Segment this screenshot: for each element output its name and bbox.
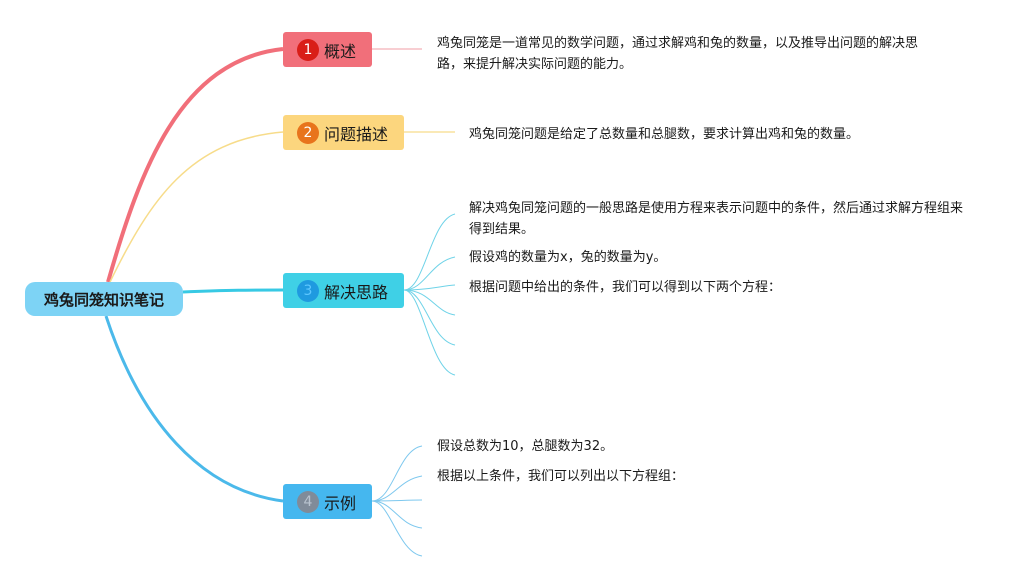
topic-solution-approach[interactable]: 3 解决思路 <box>283 273 404 308</box>
root-node[interactable]: 鸡兔同笼知识笔记 <box>25 282 183 316</box>
root-label: 鸡兔同笼知识笔记 <box>43 290 164 309</box>
topic-label: 问题描述 <box>324 124 389 144</box>
link-root-topic-3 <box>182 288 284 294</box>
note-solution-approach-2[interactable]: 假设鸡的数量为x，兔的数量为y。 <box>469 250 667 265</box>
link-root-topic-4 <box>104 315 284 503</box>
topic-example[interactable]: 4 示例 <box>283 484 372 519</box>
topic-label: 示例 <box>324 493 357 513</box>
topic-label: 概述 <box>324 41 357 61</box>
note-example-1[interactable]: 假设总数为10，总腿数为32。 <box>437 439 614 454</box>
note-solution-approach-1[interactable]: 解决鸡兔同笼问题的一般思路是使用方程来表示问题中的条件，然后通过求解方程组来得到… <box>469 201 964 237</box>
topic-overview[interactable]: 1 概述 <box>283 32 372 67</box>
link-root-topic-2 <box>109 131 284 283</box>
topic-number-badge: 3 <box>297 279 319 302</box>
note-example-2[interactable]: 根据以上条件，我们可以列出以下方程组： <box>437 469 685 484</box>
note-solution-approach-3[interactable]: 根据问题中给出的条件，我们可以得到以下两个方程： <box>469 280 782 295</box>
topic-label: 解决思路 <box>324 282 389 302</box>
topic-number-badge: 2 <box>297 121 319 144</box>
note-problem-description[interactable]: 鸡兔同笼问题是给定了总数量和总腿数，要求计算出鸡和兔的数量。 <box>469 127 860 142</box>
link-root-topic-1 <box>106 47 284 283</box>
topic-4-branches <box>371 445 423 557</box>
note-overview[interactable]: 鸡兔同笼是一道常见的数学问题，通过求解鸡和兔的数量，以及推导出问题的解决思路，来… <box>437 36 919 72</box>
topic-number-badge: 4 <box>297 490 319 513</box>
topic-number-badge: 1 <box>297 38 319 61</box>
topic-3-branches <box>403 213 456 376</box>
topic-problem-description[interactable]: 2 问题描述 <box>283 115 404 150</box>
